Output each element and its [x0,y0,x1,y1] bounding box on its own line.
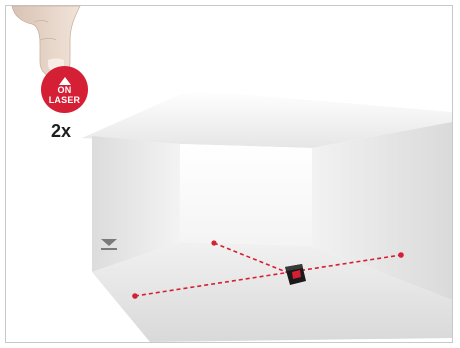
right-wall [312,122,452,300]
laser-dot-right [398,252,404,258]
press-count-label: 2x [51,121,72,141]
button-label-laser: LASER [48,94,81,105]
laser-dot-left [132,293,138,299]
laser-cross-lines [132,240,404,299]
floor-level-icon [101,239,117,250]
button-label-on: ON [57,84,72,95]
on-laser-button[interactable]: ON LASER [41,66,88,113]
laser-dot-back [211,240,217,246]
ceiling [82,90,452,148]
back-wall [180,144,312,246]
floor [92,242,452,342]
laser-device-icon [285,264,306,285]
laser-line-vertical [213,242,297,277]
warning-triangle-icon [58,76,71,85]
illustration-frame [5,5,453,343]
laser-line-horizontal [134,254,402,297]
left-wall [92,136,180,272]
